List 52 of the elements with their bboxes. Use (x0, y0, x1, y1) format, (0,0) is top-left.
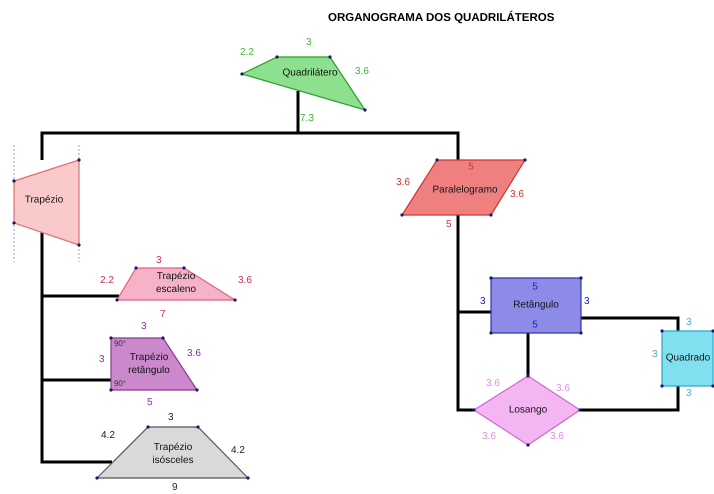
side-length-label: 3.6 (238, 276, 252, 286)
side-length-label: 3.6 (396, 178, 410, 188)
side-length-label: 5 (147, 398, 153, 408)
side-length-label: 3 (156, 256, 162, 266)
shape-label: Quadrado (666, 352, 710, 364)
side-length-label: 3 (686, 318, 692, 328)
connector-line (580, 386, 680, 412)
side-length-label: 3 (686, 389, 692, 399)
shape-label: Paralelogramo (432, 184, 498, 196)
side-length-label: 9 (172, 483, 178, 493)
rhombus-shape (474, 376, 580, 445)
side-length-label: 3.6 (486, 379, 500, 389)
side-length-label: 3 (141, 322, 147, 332)
shape-label: Quadrilátero (282, 66, 338, 80)
shape-label: Trapézio escaleno (154, 270, 198, 296)
shape-label: Trapézio isósceles (151, 441, 195, 467)
trapezoid-shape (97, 427, 248, 478)
trapezoid-shape (117, 268, 235, 300)
side-length-label: 3.6 (550, 432, 564, 442)
angle-label: 90° (114, 338, 126, 350)
side-length-label: 5 (532, 318, 538, 332)
side-length-label: 3 (168, 413, 174, 423)
rectangle-shape (491, 278, 581, 333)
diagram-title: ORGANOGRAMA DOS QUADRILÁTEROS (328, 12, 554, 24)
side-length-label: 3.6 (510, 190, 524, 200)
side-length-label: 3 (99, 355, 105, 365)
angle-label: 90° (114, 378, 126, 390)
trapezoid-shape (14, 160, 79, 245)
square-shape (662, 331, 713, 386)
side-length-label: 3.6 (556, 384, 570, 394)
shape-label: Retângulo (513, 298, 559, 312)
side-length-label: 5 (532, 280, 538, 294)
side-length-label: 4.2 (101, 431, 115, 441)
side-length-label: 5 (446, 220, 452, 230)
side-length-label: 4.2 (231, 446, 245, 456)
connector-line (526, 333, 530, 376)
side-length-label: 7 (160, 310, 166, 320)
side-length-label: 3 (584, 297, 590, 307)
side-length-label: 3.6 (355, 67, 369, 77)
side-length-label: 3 (480, 297, 486, 307)
side-length-label: 5 (468, 160, 474, 174)
side-length-label: 3 (652, 350, 658, 360)
shape-label: Trapézio retângulo (127, 351, 171, 377)
side-length-label: 3.6 (482, 432, 496, 442)
side-length-label: 2.2 (240, 48, 254, 58)
side-length-label: 3.6 (187, 349, 201, 359)
shape-label: Losango (508, 404, 548, 416)
side-length-label: 2.2 (100, 276, 114, 286)
side-length-label: 7.3 (300, 114, 314, 124)
shape-label: Trapézio (24, 194, 64, 206)
connector-line (581, 316, 680, 331)
side-length-label: 3 (306, 38, 312, 48)
